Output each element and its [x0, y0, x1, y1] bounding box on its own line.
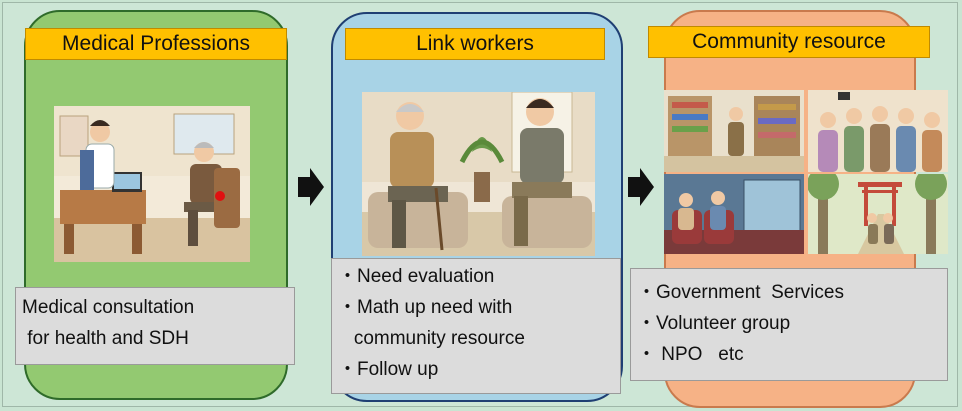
medical-professions-header: Medical Professions [25, 28, 287, 60]
doctor-consultation-illustration [54, 106, 250, 262]
medical-consultation-textbox: Medical consultation for health and SDH [15, 287, 295, 365]
textbox-line: ・Need evaluation [338, 266, 495, 287]
textbox-line: for health and SDH [22, 328, 189, 349]
textbox-line: ・Volunteer group [637, 313, 791, 334]
right-arrow-icon [298, 168, 324, 206]
library-illustration [664, 90, 804, 172]
link-workers-header: Link workers [345, 28, 605, 60]
textbox-line: ・ NPO etc [637, 344, 744, 365]
textbox-line: ・Math up need with [338, 297, 513, 318]
community-resources-textbox: ・Government Services ・Volunteer group ・ … [630, 268, 948, 381]
link-worker-conversation-illustration [362, 92, 595, 256]
community-resource-header: Community resource [648, 26, 930, 58]
right-arrow-icon [628, 168, 654, 206]
textbox-line: ・Government Services [637, 282, 844, 303]
textbox-line: community resource [338, 328, 525, 349]
textbox-line: Medical consultation [22, 297, 195, 318]
shrine-walk-illustration [808, 174, 948, 254]
textbox-line: ・Follow up [338, 359, 439, 380]
volunteer-group-illustration [808, 90, 948, 172]
theater-illustration [664, 174, 804, 254]
link-workers-tasks-textbox: ・Need evaluation ・Math up need with comm… [331, 258, 621, 394]
